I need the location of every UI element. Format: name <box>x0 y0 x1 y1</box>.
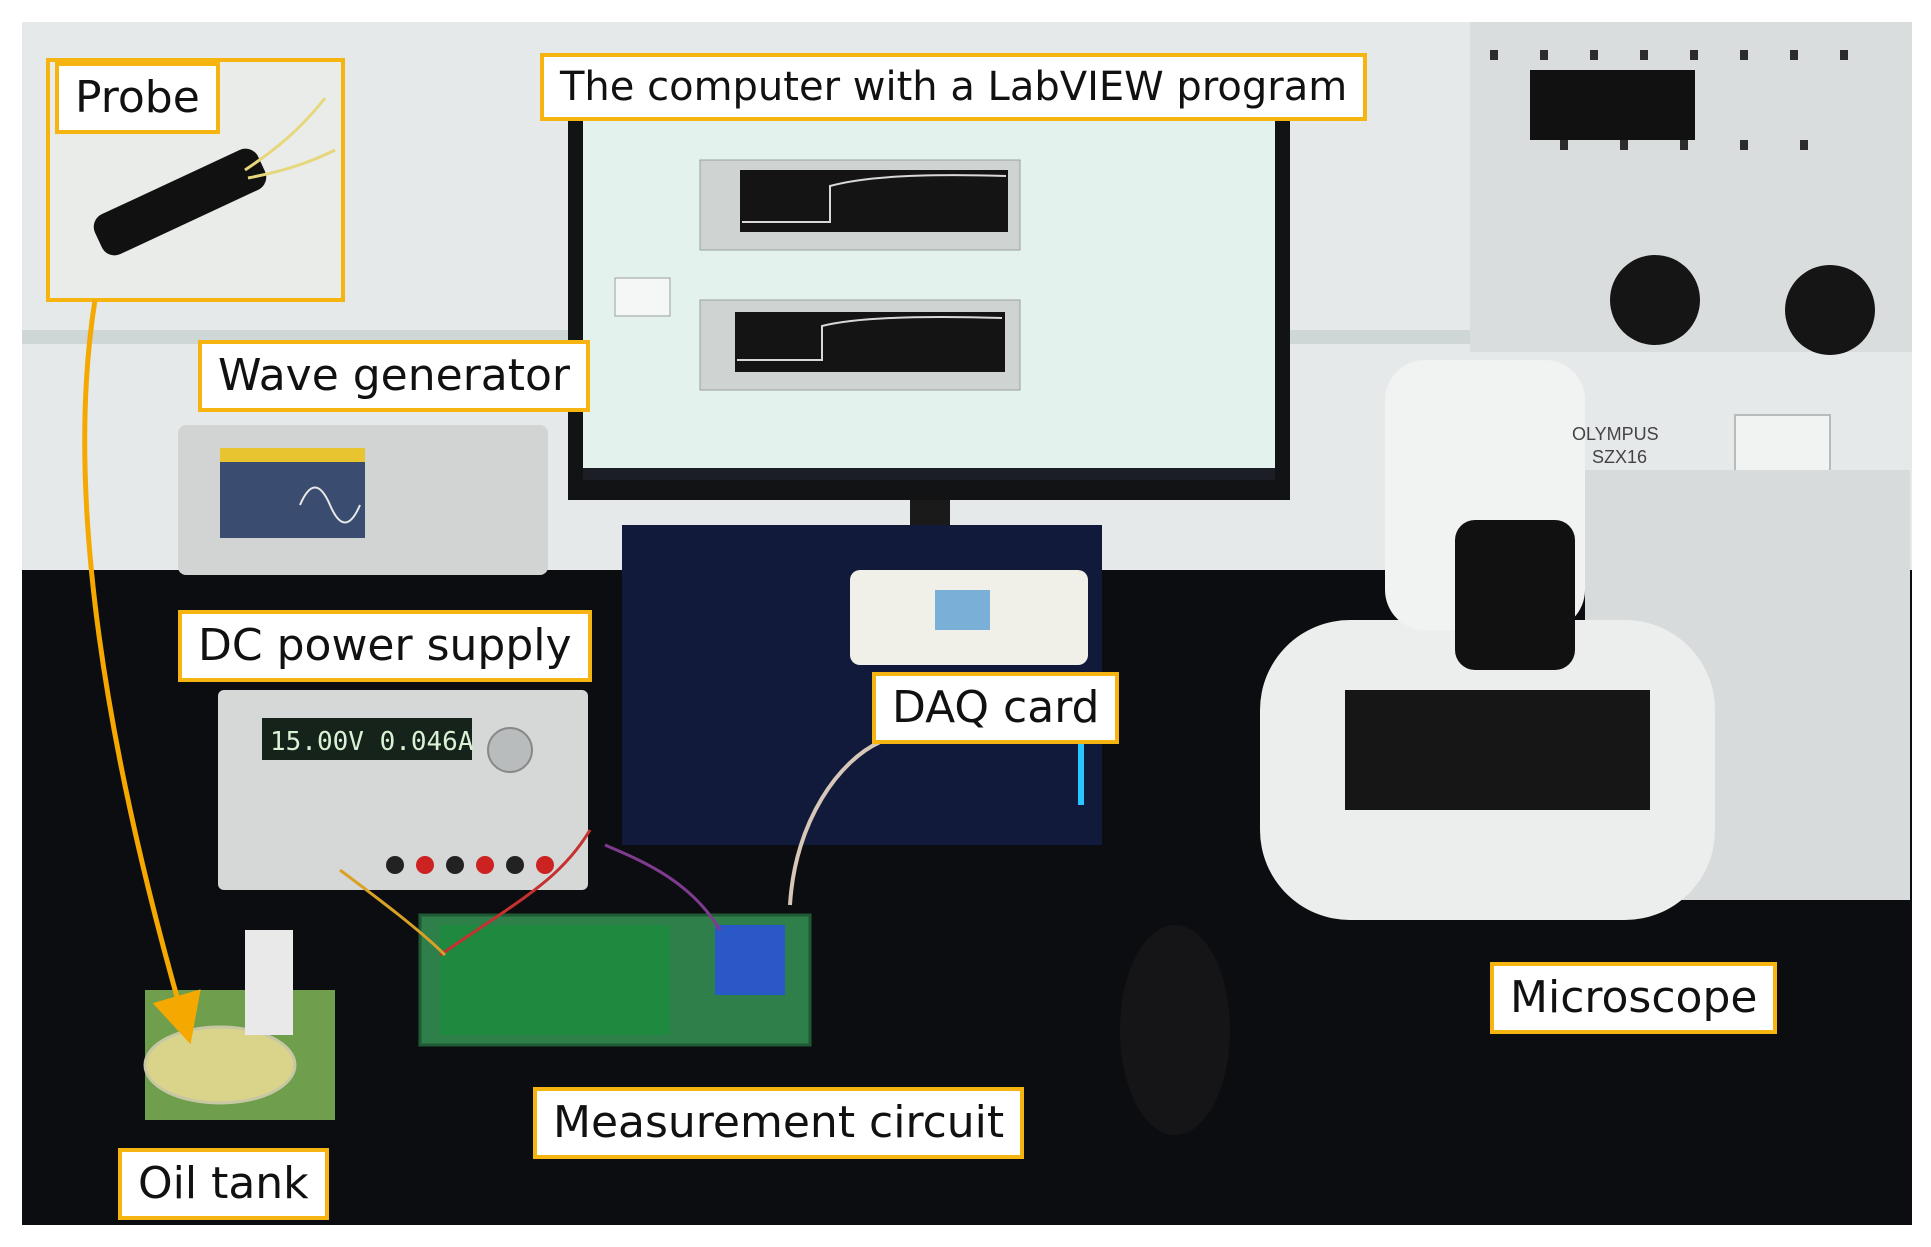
circuit-module-blue <box>715 925 785 995</box>
dc-supply-readout: 15.00V 0.046A <box>270 727 474 757</box>
label-oil-tank: Oil tank <box>118 1148 329 1220</box>
microscope-model: SZX16 <box>1592 447 1647 467</box>
microscope-objective <box>1455 520 1575 670</box>
dc-supply-display <box>262 718 472 760</box>
microscope-eyepiece-right <box>1785 265 1875 355</box>
computer-mouse <box>1120 925 1230 1135</box>
microscope-camera <box>1530 70 1695 140</box>
shelf-pegs <box>1490 50 1848 150</box>
label-measurement-circuit: Measurement circuit <box>533 1087 1025 1159</box>
wave-generator-screen-header <box>220 448 365 462</box>
taskbar <box>583 468 1275 480</box>
labview-trace-top <box>742 174 1007 223</box>
labview-plot-bottom <box>735 312 1005 372</box>
labview-control-box <box>614 277 671 317</box>
wave-generator-sinewave <box>299 486 361 524</box>
oil-tank-dish <box>143 1025 297 1105</box>
dc-supply-knob <box>487 727 533 773</box>
labview-trace-bottom <box>737 316 1003 361</box>
label-daq-card: DAQ card <box>872 672 1120 744</box>
probe-body <box>93 148 267 256</box>
label-computer: The computer with a LabVIEW program <box>540 53 1368 121</box>
microscope-eyepiece-left <box>1610 255 1700 345</box>
label-microscope: Microscope <box>1490 962 1778 1034</box>
circuit-board-main <box>440 925 670 1035</box>
label-dc-power-supply: DC power supply <box>178 610 592 682</box>
probe-leads <box>244 97 336 180</box>
microscope-stage <box>1345 690 1650 810</box>
circuit-wires <box>339 829 722 957</box>
daq-card-logo <box>935 590 990 630</box>
probe-arrow <box>82 299 201 1045</box>
microscope-brand: OLYMPUS <box>1572 424 1659 444</box>
daq-cable <box>788 740 881 906</box>
label-probe: Probe <box>55 62 220 134</box>
wall-outlet <box>1734 414 1831 476</box>
pc-accent <box>1078 735 1084 805</box>
label-wave-generator: Wave generator <box>198 340 591 412</box>
oil-tank-roll <box>245 930 293 1035</box>
wave-generator-screen <box>220 448 365 538</box>
dc-supply-terminals <box>386 856 554 874</box>
